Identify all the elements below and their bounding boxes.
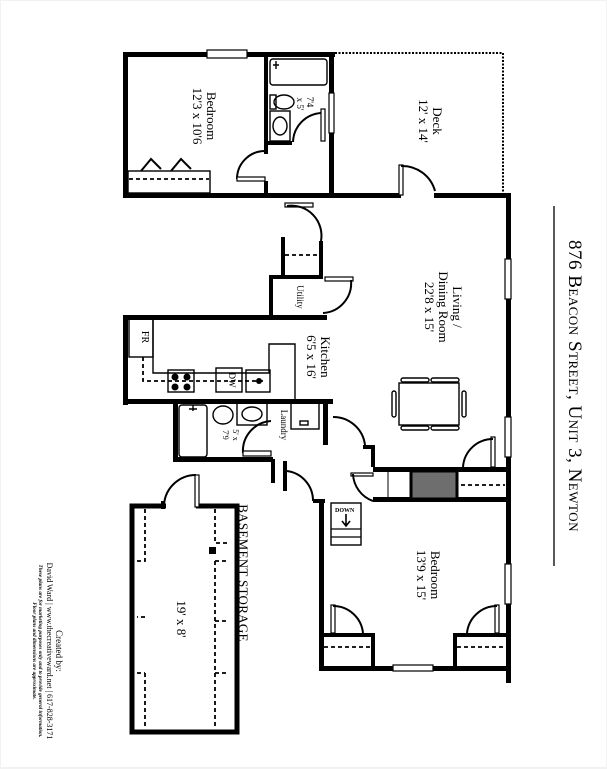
bedroom-2: Bedroom 13'9 x 15': [319, 499, 512, 672]
kitchen-name: Kitchen: [318, 336, 333, 378]
basement-storage: 19' x 8' Basement Storage: [129, 473, 251, 735]
window: [504, 563, 512, 605]
toilet: [273, 94, 295, 110]
address-title: 876 Beacon Street, Unit 3, Newton: [564, 240, 585, 532]
window: [206, 49, 248, 59]
kitchen: FR DW Kitchen 6'5 x 16': [123, 315, 333, 405]
sink-2: [236, 402, 268, 426]
living-name-2: Dining Room: [436, 271, 451, 342]
deck-name: Deck: [430, 107, 445, 135]
bedroom-1: Bedroom 12'3 x 10'6: [123, 49, 335, 198]
dishwasher-label: DW: [227, 373, 237, 388]
window: [392, 664, 434, 672]
utility-label: Utility: [295, 285, 305, 309]
dining-table: [391, 377, 467, 431]
title-block: 876 Beacon Street, Unit 3, Newton: [553, 206, 585, 566]
bath-1-dims-1: 7'4: [305, 97, 315, 108]
laundry-label: Laundry: [279, 410, 289, 441]
bedroom-1-name: Bedroom: [204, 92, 219, 140]
window: [504, 258, 512, 300]
down-arrow-icon: [341, 514, 351, 528]
bedroom-2-dims: 13'9 x 15': [414, 550, 429, 600]
kitchen-dims: 6'5 x 16': [304, 335, 319, 379]
laundry: Laundry: [271, 399, 375, 503]
bath-2-dims-1: 5' x: [231, 429, 240, 440]
bathroom-1: 7'4 x 5': [268, 52, 335, 198]
utility-area: Utility: [269, 202, 354, 319]
credits-disclaimer-1: These plans are for marketing purposes o…: [37, 565, 43, 738]
credits-created-by: Created by:: [54, 630, 64, 672]
kitchen-sink: [245, 369, 271, 393]
living-name-1: Living /: [450, 286, 465, 328]
living-dining-room: Living / Dining Room 22'8 x 15': [373, 193, 512, 683]
storage-dims: 19' x 8': [174, 600, 189, 637]
toilet-2: [212, 405, 234, 425]
bathtub: [269, 58, 328, 86]
fridge-label: FR: [139, 331, 150, 344]
window: [504, 416, 512, 458]
bathtub-2: [178, 404, 208, 458]
bath-1-dims-2: x 5': [295, 98, 305, 111]
bathroom-2: 5' x 7'9: [173, 399, 273, 462]
bedroom-2-name: Bedroom: [428, 551, 443, 599]
credits-contact: David Ward | www.thecreativeward.net | 6…: [45, 563, 54, 740]
stairs-down-label: DOWN: [335, 508, 355, 514]
dishwasher: [215, 367, 243, 393]
svg-text:Bedroom: Bedroom: [204, 92, 219, 140]
storage-title: Basement Storage: [236, 504, 251, 642]
credits-disclaimer-2: Floor plans and dimensions are approxima…: [31, 602, 37, 699]
deck: Deck 12' x 14': [331, 52, 510, 198]
stairs: DOWN: [319, 499, 362, 546]
living-dims: 22'8 x 15': [422, 282, 437, 332]
washer: [290, 402, 320, 430]
stove: [167, 369, 195, 393]
deck-dims: 12' x 14': [416, 99, 431, 143]
fireplace: [409, 469, 459, 501]
bath-2-dims-2: 7'9: [221, 430, 230, 439]
bedroom-1-dims: 12'3 x 10'6: [190, 88, 205, 145]
credits: Created by: David Ward | www.thecreative…: [31, 563, 64, 740]
